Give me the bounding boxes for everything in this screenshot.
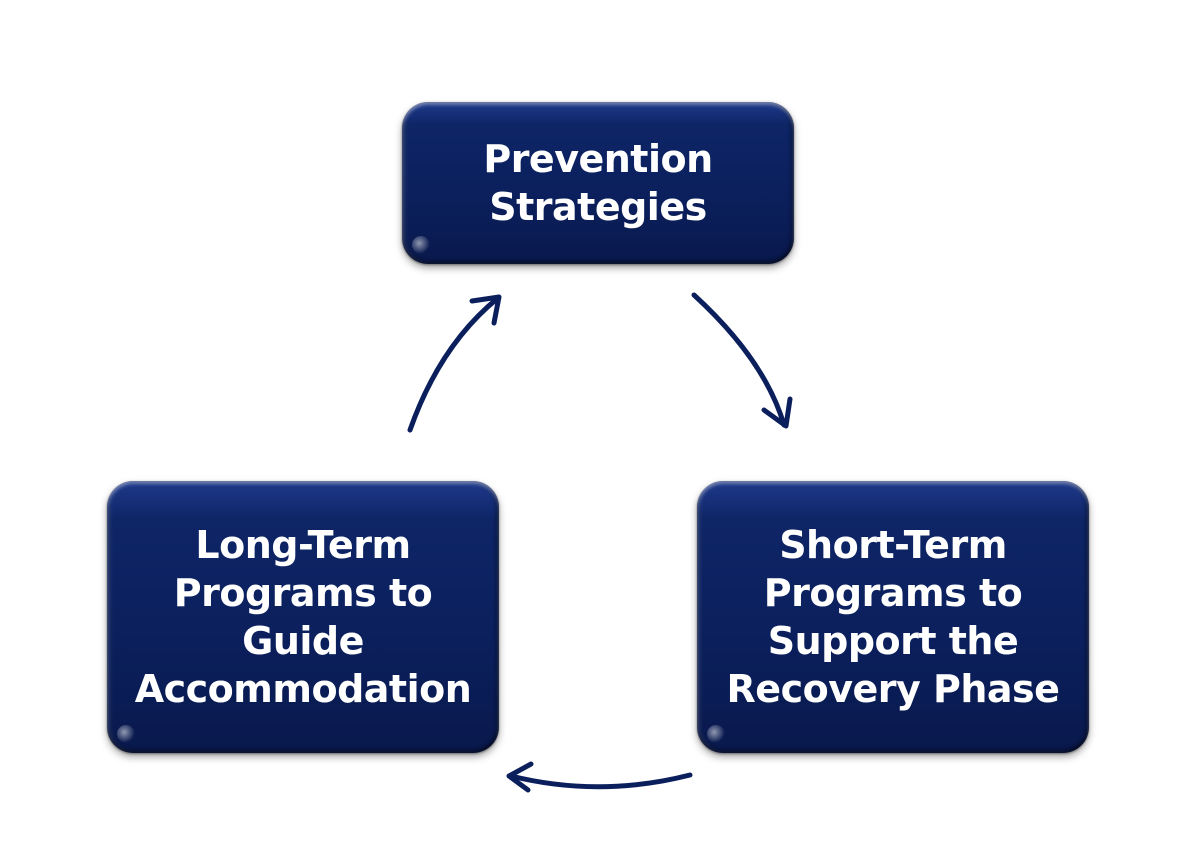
arrowhead-long-term-to-prevention	[469, 294, 502, 326]
node-long-term-programs: Long-Term Programs to Guide Accommodatio…	[107, 481, 499, 753]
arrow-short-term-to-long-term	[508, 772, 693, 790]
node-prevention-strategies: Prevention Strategies	[402, 102, 794, 264]
node-label: Prevention Strategies	[483, 137, 713, 229]
node-short-term-programs: Short-Term Programs to Support the Recov…	[697, 481, 1089, 753]
node-label: Short-Term Programs to Support the Recov…	[726, 523, 1060, 711]
arrow-prevention-to-short-term	[691, 292, 787, 428]
arrowhead-prevention-to-short-term	[761, 396, 793, 429]
arrow-long-term-to-prevention	[407, 295, 501, 433]
node-label: Long-Term Programs to Guide Accommodatio…	[134, 523, 472, 711]
arrowhead-short-term-to-long-term	[506, 761, 534, 793]
